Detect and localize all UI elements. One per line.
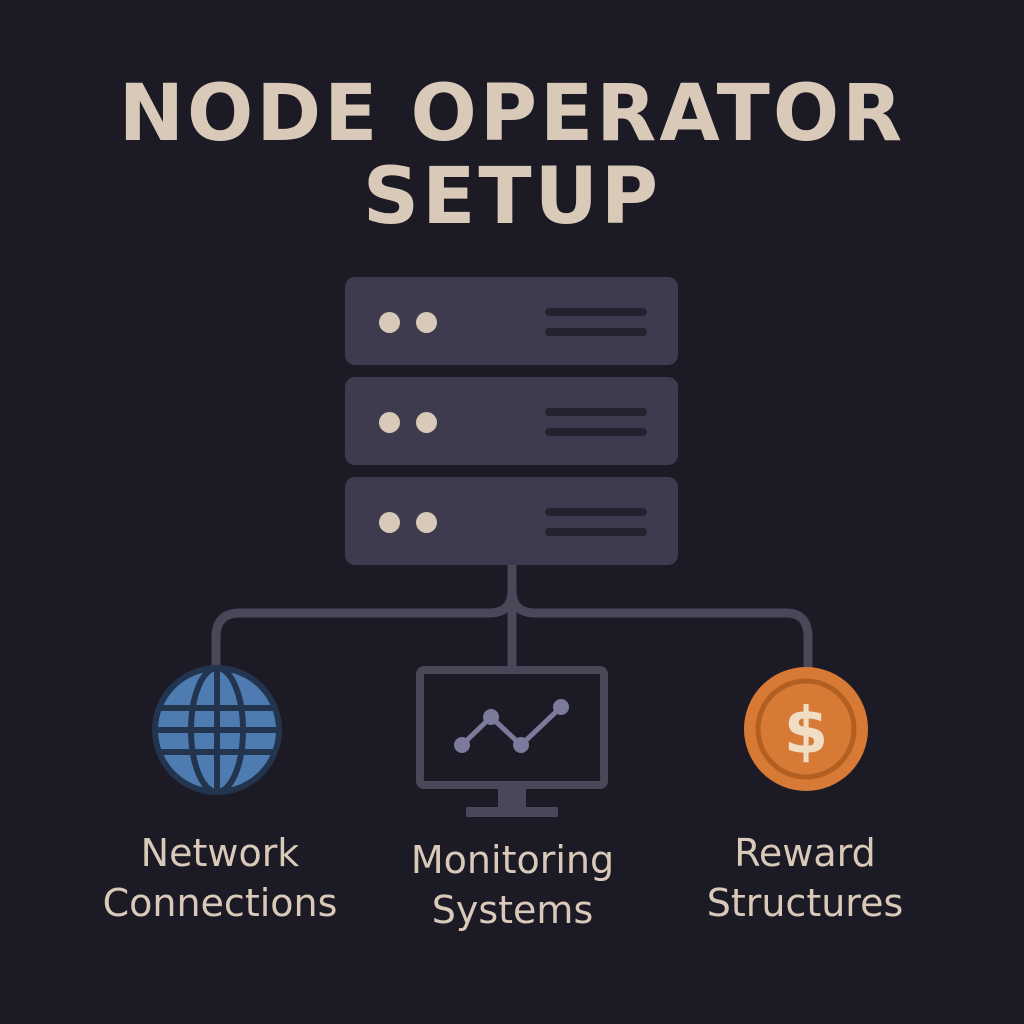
label-line: Monitoring <box>410 838 615 882</box>
label-line: Structures <box>706 881 904 925</box>
monitoring-systems-label: Monitoring Systems <box>360 835 665 935</box>
label-line: Connections <box>102 881 338 925</box>
reward-structures-label: Reward Structures <box>650 828 960 928</box>
vent-slot <box>545 308 647 316</box>
network-connections-label: Network Connections <box>60 828 380 928</box>
status-light-icon <box>416 312 437 333</box>
status-light-icon <box>379 412 400 433</box>
status-light-icon <box>416 412 437 433</box>
server-unit-3 <box>345 477 678 565</box>
vent-slot <box>545 328 647 336</box>
connector-right <box>507 585 813 677</box>
server-unit-2 <box>345 377 678 465</box>
globe-icon <box>152 665 282 795</box>
svg-text:$: $ <box>784 695 829 769</box>
status-light-icon <box>416 512 437 533</box>
dollar-coin-icon: $ <box>744 667 868 791</box>
vent-slot <box>545 428 647 436</box>
vent-slot <box>545 508 647 516</box>
title-line-2: SETUP <box>362 152 662 242</box>
label-line: Network <box>140 831 300 875</box>
label-line: Systems <box>431 888 594 932</box>
monitor-chart-icon <box>416 666 608 817</box>
title-line-1: NODE OPERATOR <box>118 69 906 159</box>
label-line: Reward <box>734 831 876 875</box>
status-light-icon <box>379 512 400 533</box>
vent-slot <box>545 408 647 416</box>
server-unit-1 <box>345 277 678 365</box>
vent-slot <box>545 528 647 536</box>
status-light-icon <box>379 312 400 333</box>
connector-trunk <box>211 560 517 677</box>
